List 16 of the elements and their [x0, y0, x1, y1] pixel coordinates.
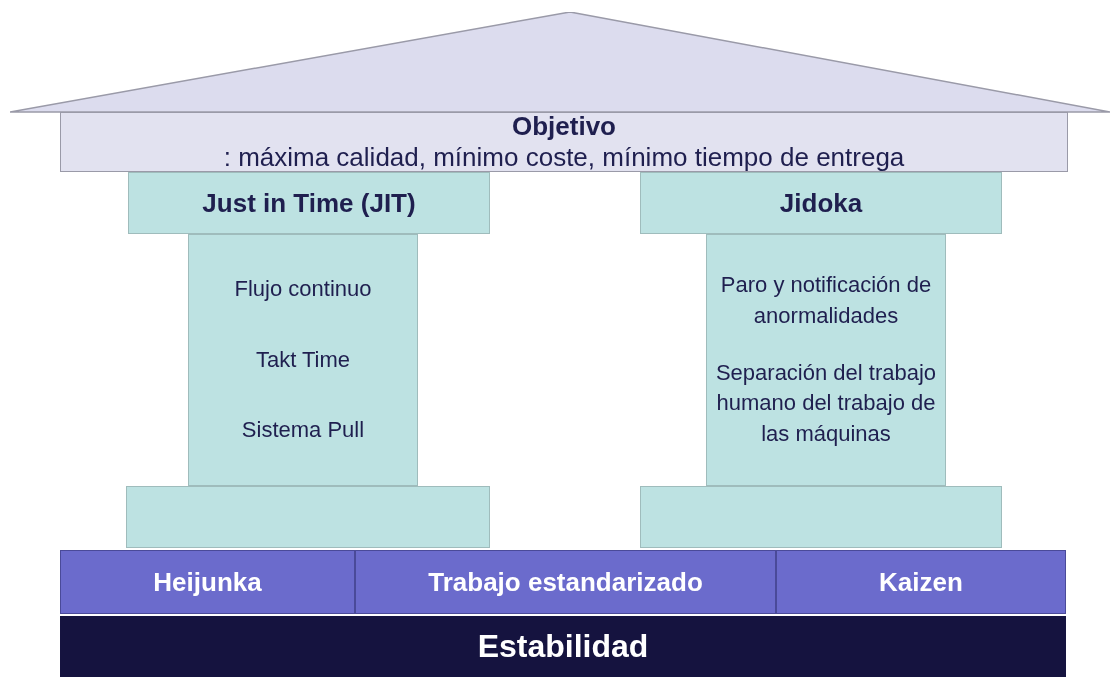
pillar-column: [706, 234, 946, 486]
base-band: Estabilidad: [60, 616, 1066, 677]
pillar-column: [188, 234, 418, 486]
foundation-block: Trabajo estandarizado: [355, 550, 776, 614]
objective-bar: Objetivo: máxima calidad, mínimo coste, mínimo tiempo de entrega: [60, 112, 1068, 172]
foundation-block: Heijunka: [60, 550, 355, 614]
pillar-item: Sistema Pull: [240, 416, 366, 445]
pillar-header: Just in Time (JIT): [128, 172, 490, 234]
pillar-base: [126, 486, 490, 548]
foundation-block: Kaizen: [776, 550, 1066, 614]
pillar-item: Takt Time: [254, 345, 352, 374]
pillar-header: Jidoka: [640, 172, 1002, 234]
pillar-item: Separación del trabajo humano del trabajo de las máquinas: [714, 358, 938, 449]
pillar-base: [640, 486, 1002, 548]
pillar-item: Paro y notificación de anormalidades: [719, 271, 933, 330]
pillar-item: Flujo continuo: [233, 274, 373, 303]
